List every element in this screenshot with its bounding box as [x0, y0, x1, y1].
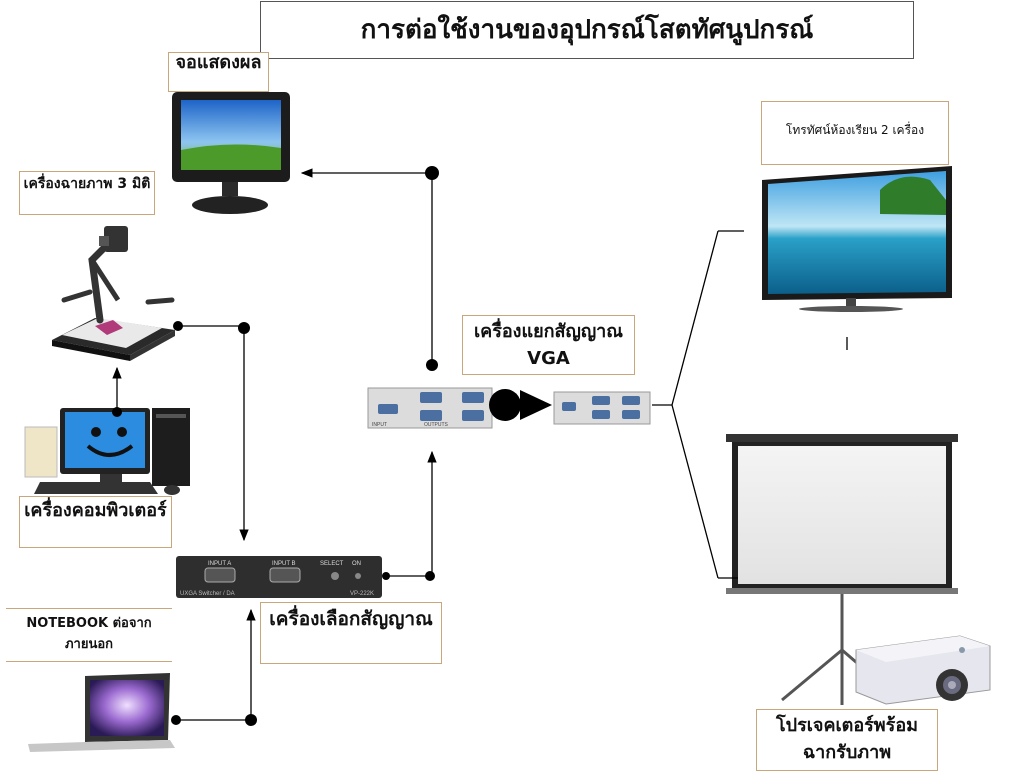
label-computer: เครื่องคอมพิวเตอร์: [19, 496, 172, 548]
label-vga-splitter-text: เครื่องแยกสัญญาณ VGA: [474, 321, 623, 369]
switcher-brand-text: UXGA Switcher / DA: [180, 591, 235, 597]
splitter-link-icon: [489, 389, 552, 421]
label-switcher: เครื่องเลือกสัญญาณ: [260, 602, 442, 664]
connector-lines: [112, 168, 848, 721]
label-monitor-text: จอแสดงผล: [175, 52, 262, 73]
label-tv: โทรทัศน์ห้องเรียน 2 เครื่อง: [761, 101, 949, 165]
label-tv-text: โทรทัศน์ห้องเรียน 2 เครื่อง: [785, 123, 925, 137]
splitter-input-text: INPUT: [372, 422, 387, 428]
label-projector: โปรเจคเตอร์พร้อม ฉากรับภาพ: [756, 709, 938, 771]
switcher-on-text: ON: [352, 561, 361, 567]
page-title-text: การต่อใช้งานของอุปกรณ์โสตทัศนูปกรณ์: [360, 15, 814, 45]
monitor-icon: [172, 92, 290, 214]
connector-dots: [112, 166, 439, 726]
document-camera-icon: [52, 226, 175, 361]
splitter-outputs-text: OUTPUTS: [424, 422, 449, 428]
label-visualizer: เครื่องฉายภาพ 3 มิติ: [19, 171, 155, 215]
label-notebook: NOTEBOOK ต่อจากภายนอก: [6, 608, 172, 662]
label-projector-text: โปรเจคเตอร์พร้อม ฉากรับภาพ: [775, 715, 919, 763]
tv-icon: [762, 166, 952, 312]
switcher-input-a-text: INPUT A: [208, 561, 231, 567]
projection-screen-icon: [726, 434, 958, 705]
label-notebook-text: NOTEBOOK ต่อจากภายนอก: [26, 616, 152, 652]
label-vga-splitter: เครื่องแยกสัญญาณ VGA: [462, 315, 635, 375]
projector-icon: [855, 635, 991, 705]
label-monitor: จอแสดงผล: [168, 52, 269, 92]
label-computer-text: เครื่องคอมพิวเตอร์: [24, 500, 167, 521]
label-visualizer-text: เครื่องฉายภาพ 3 มิติ: [23, 176, 151, 192]
page-title: การต่อใช้งานของอุปกรณ์โสตทัศนูปกรณ์: [260, 1, 914, 59]
switcher-input-b-text: INPUT B: [272, 561, 296, 567]
vga-splitter-icon: INPUT OUTPUTS: [367, 387, 493, 429]
desktop-computer-icon: [24, 408, 190, 495]
laptop-icon: [28, 673, 175, 752]
vga-switcher-icon: INPUT A INPUT B SELECT ON UXGA Switcher …: [176, 556, 382, 598]
vga-splitter-secondary-icon: [553, 391, 651, 425]
switcher-model-text: VP-222K: [350, 591, 374, 597]
switcher-select-text: SELECT: [320, 561, 344, 567]
label-switcher-text: เครื่องเลือกสัญญาณ: [269, 608, 433, 630]
